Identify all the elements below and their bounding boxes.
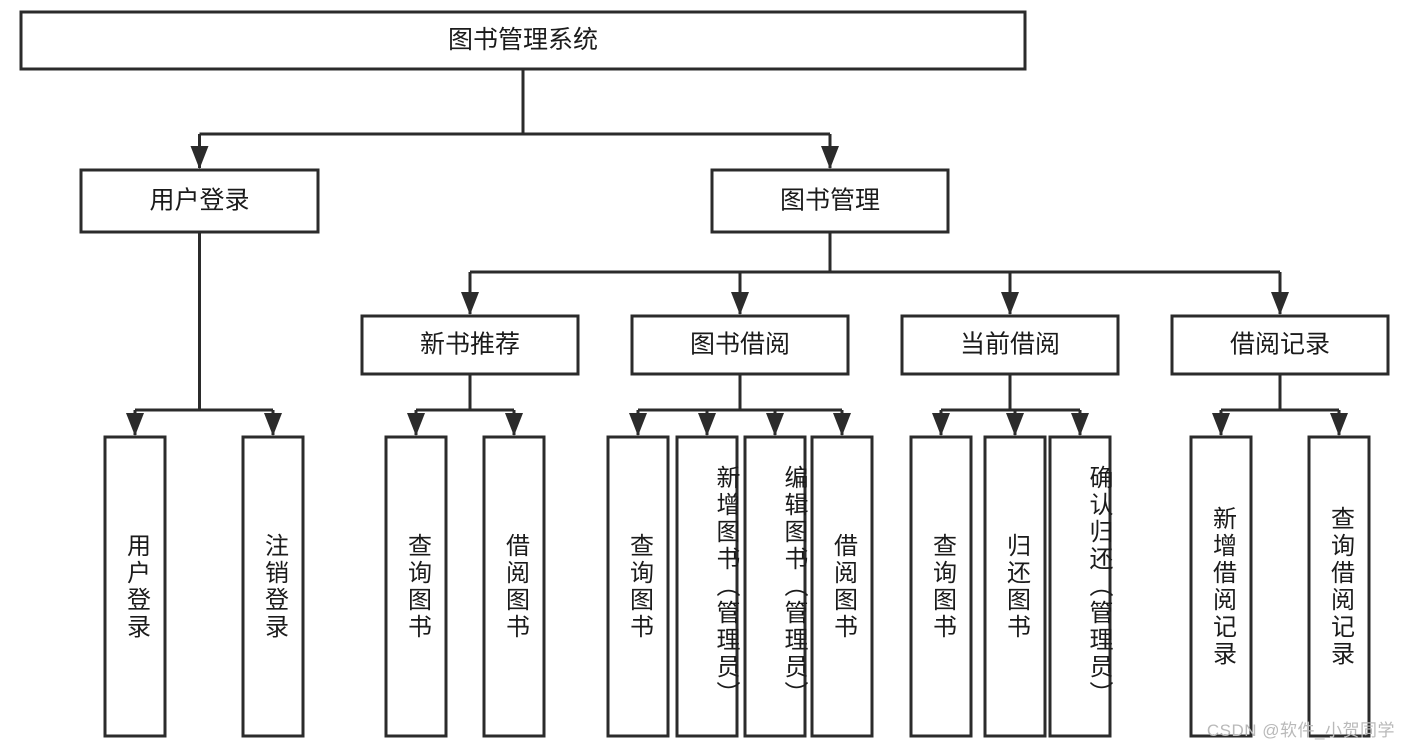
node-rect bbox=[79, 168, 320, 234]
node-rect bbox=[1048, 435, 1112, 738]
arrow-head-icon bbox=[1330, 413, 1348, 436]
node-leaf-borrow-book-2[interactable] bbox=[810, 435, 874, 738]
arrow-head-icon bbox=[1212, 413, 1230, 436]
arrow-head-icon bbox=[629, 413, 647, 436]
node-label: 当前借阅 bbox=[960, 331, 1060, 359]
node-leaf-add-book[interactable] bbox=[675, 435, 739, 738]
node-leaf-user-login[interactable] bbox=[103, 435, 167, 738]
node-rect bbox=[675, 435, 739, 738]
node-borrow-record[interactable]: 借阅记录 bbox=[1170, 314, 1390, 376]
node-label: 图书管理 bbox=[780, 187, 880, 215]
node-leaf-borrow-book-1[interactable] bbox=[482, 435, 546, 738]
node-rect bbox=[983, 435, 1047, 738]
node-leaf-query-record[interactable] bbox=[1307, 435, 1371, 738]
node-rect bbox=[1170, 314, 1390, 376]
arrow-head-icon bbox=[1006, 413, 1024, 436]
arrow-head-icon bbox=[1071, 413, 1089, 436]
arrow-head-icon bbox=[766, 413, 784, 436]
node-rect bbox=[482, 435, 546, 738]
arrow-head-icon bbox=[126, 413, 144, 436]
node-rect bbox=[360, 314, 580, 376]
node-label: 用户登录 bbox=[149, 187, 249, 215]
node-rect bbox=[19, 10, 1027, 71]
arrow-head-icon bbox=[821, 146, 839, 169]
node-label: 图书借阅 bbox=[690, 331, 790, 359]
node-rect bbox=[1307, 435, 1371, 738]
node-rect bbox=[710, 168, 950, 234]
arrow-head-icon bbox=[461, 292, 479, 315]
node-rect bbox=[810, 435, 874, 738]
node-rect bbox=[103, 435, 167, 738]
node-rect bbox=[909, 435, 973, 738]
node-rect bbox=[606, 435, 670, 738]
node-label: 图书管理系统 bbox=[448, 26, 598, 54]
node-leaf-edit-book[interactable] bbox=[743, 435, 807, 738]
arrow-head-icon bbox=[190, 146, 209, 169]
node-leaf-confirm-return[interactable] bbox=[1048, 435, 1112, 738]
arrow-head-icon bbox=[264, 413, 282, 436]
node-rect bbox=[241, 435, 305, 738]
connectors bbox=[126, 69, 1348, 436]
node-user-login[interactable]: 用户登录 bbox=[79, 168, 320, 234]
node-new-book-rec[interactable]: 新书推荐 bbox=[360, 314, 580, 376]
node-book-borrow[interactable]: 图书借阅 bbox=[630, 314, 850, 376]
arrow-head-icon bbox=[1001, 292, 1019, 315]
arrow-head-icon bbox=[698, 413, 716, 436]
node-root[interactable]: 图书管理系统 bbox=[19, 10, 1027, 71]
node-book-manage[interactable]: 图书管理 bbox=[710, 168, 950, 234]
node-rect bbox=[1189, 435, 1253, 738]
arrow-head-icon bbox=[833, 413, 851, 436]
node-rect bbox=[630, 314, 850, 376]
node-rect bbox=[900, 314, 1120, 376]
node-leaf-user-logout[interactable] bbox=[241, 435, 305, 738]
node-leaf-query-book-3[interactable] bbox=[909, 435, 973, 738]
node-leaf-return-book[interactable] bbox=[983, 435, 1047, 738]
node-label: 新书推荐 bbox=[420, 331, 520, 359]
node-leaf-query-book-1[interactable] bbox=[384, 435, 448, 738]
arrow-head-icon bbox=[407, 413, 425, 436]
watermark: CSDN @软件_小贺同学 bbox=[1206, 721, 1395, 740]
arrow-head-icon bbox=[1271, 292, 1289, 315]
arrow-head-icon bbox=[932, 413, 950, 436]
node-leaf-add-record[interactable] bbox=[1189, 435, 1253, 738]
node-label: 借阅记录 bbox=[1230, 331, 1330, 359]
node-rect bbox=[384, 435, 448, 738]
arrow-head-icon bbox=[505, 413, 523, 436]
arrow-head-icon bbox=[731, 292, 749, 315]
node-leaf-query-book-2[interactable] bbox=[606, 435, 670, 738]
node-current-borrow[interactable]: 当前借阅 bbox=[900, 314, 1120, 376]
node-rect bbox=[743, 435, 807, 738]
